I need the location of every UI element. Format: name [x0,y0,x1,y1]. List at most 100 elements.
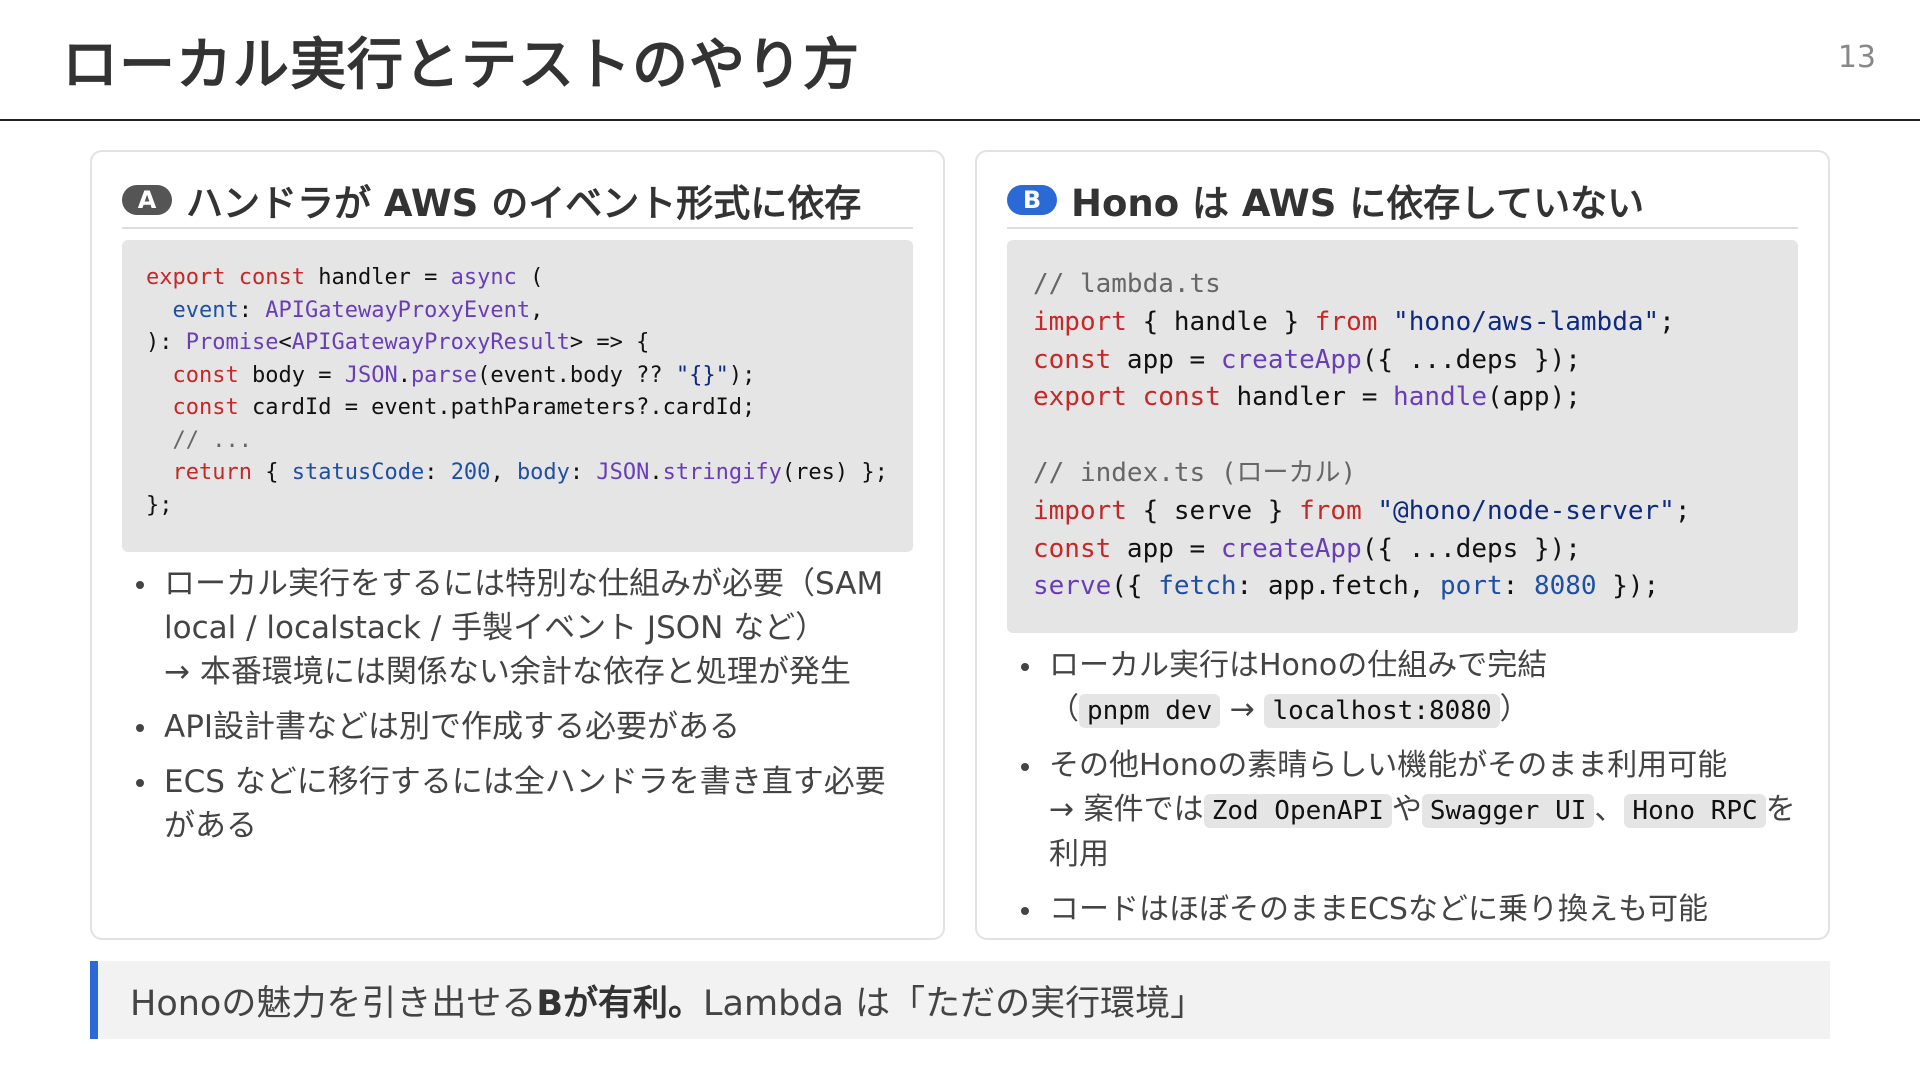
title-divider [0,119,1920,121]
code-token: > => { [569,330,650,355]
code-token: serve [1033,571,1112,602]
code-token: ({ [1111,571,1159,602]
code-token: body [516,460,570,485]
code-token: : [1502,571,1534,602]
code-token: from [1314,306,1378,337]
code-line: const app = createApp({ ...deps }); [1033,342,1772,380]
code-token: // ... [172,427,252,453]
code-line: ): Promise<APIGatewayProxyResult> => { [146,327,889,360]
code-token: handler = [1220,382,1394,413]
code-line: export const handler = async ( [146,262,889,295]
card-b-heading-divider [1007,227,1798,229]
code-token: port [1440,571,1503,602]
code-token: stringify [662,460,782,485]
card-b-heading: B Hono は AWS に依存していない [1007,174,1798,226]
code-line: const cardId = event.pathParameters?.car… [146,392,889,425]
note-tail: Lambda は「ただの実行環境」 [703,983,1206,1024]
code-token: APIGatewayProxyResult [291,330,570,355]
code-token: return [172,460,252,485]
code-token: import [1033,495,1127,526]
bullet-text: や [1391,792,1422,827]
code-token: JSON [596,460,650,485]
bullet-text: （ [1049,692,1079,727]
code-token: (res) }; [781,460,888,485]
code-token: ); [728,362,756,388]
inline-code: pnpm dev [1079,694,1221,728]
code-token: async [450,265,517,290]
code-line: serve({ fetch: app.fetch, port: 8080 }); [1033,568,1772,606]
code-token: createApp [1220,344,1362,375]
code-token: 200 [450,460,491,485]
code-token: const [1142,382,1221,413]
bullet-item: ローカル実行はHonoの仕組みで完結（pnpm dev → localhost:… [1007,644,1798,733]
inline-code: Swagger UI [1421,794,1595,828]
code-token: fetch [1158,571,1237,602]
slide-title: ローカル実行とテストのやり方 [62,33,860,98]
code-token: app = [1111,533,1221,564]
code-line: }; [146,490,889,523]
code-token [146,298,173,323]
code-token: cardId = event.pathParameters?.cardId; [238,395,756,420]
card-option-a: A ハンドラが AWS のイベント形式に依存 export const hand… [90,150,945,940]
code-token: . [397,362,411,388]
bullet-list-b: ローカル実行はHonoの仕組みで完結（pnpm dev → localhost:… [1007,644,1798,943]
bullet-text: ローカル実行をするには特別な仕組みが必要（SAM local / localst… [164,566,884,646]
bullet-text: ローカル実行はHonoの仕組みで完結 [1049,648,1548,683]
code-token: ({ ...deps }); [1361,344,1581,375]
bullet-text: → 案件では [1049,792,1204,827]
code-token: parse [410,362,478,388]
code-token: const [1033,533,1112,564]
code-token: ; [1674,495,1691,526]
code-token: : app.fetch, [1236,571,1441,602]
bullet-item: ECS などに移行するには全ハンドラを書き直す必要がある [122,760,913,848]
code-line: export const handler = handle(app); [1033,379,1772,417]
code-token: APIGatewayProxyEvent [265,297,531,323]
code-token: , [530,297,544,323]
code-token [146,428,173,453]
code-token [1362,496,1378,526]
code-token: "{}" [675,362,729,388]
code-token: , [490,460,517,485]
bullet-text: コードはほぼそのままECSなどに乗り換えも可能 [1049,892,1708,927]
code-token: statusCode [291,460,425,485]
code-token: handle [1393,382,1487,413]
card-b-heading-text: Hono は AWS に依存していない [1071,182,1645,225]
card-a-heading-divider [122,227,913,229]
code-token: ): [146,330,186,355]
code-token: Promise [185,330,279,355]
bullet-item: コードはほぼそのままECSなどに乗り換えも可能 [1007,888,1798,932]
note-lead: Honoの魅力を引き出せる [130,983,537,1024]
bullet-item: API設計書などは別で作成する必要がある [122,705,913,749]
code-line: import { serve } from "@hono/node-server… [1033,493,1772,531]
card-a-heading-text: ハンドラが AWS のイベント形式に依存 [186,182,862,225]
code-token: ({ ...deps }); [1361,533,1581,564]
code-line: const body = JSON.parse(event.body ?? "{… [146,360,889,393]
page-number: 13 [1837,40,1876,75]
code-line: event: APIGatewayProxyEvent, [146,295,889,328]
card-a-heading: A ハンドラが AWS のイベント形式に依存 [122,174,913,226]
code-token: ; [1659,306,1675,337]
code-token: { serve } [1126,495,1300,526]
code-token [1127,382,1143,412]
code-token: import [1033,306,1127,337]
code-line: // index.ts (ローカル) [1033,455,1772,493]
note-emphasis: Bが有利。 [536,983,704,1024]
bullet-text: → 本番環境には関係ない余計な依存と処理が発生 [164,654,851,690]
bullet-text: ） [1499,692,1530,727]
bullet-item: ローカル実行をするには特別な仕組みが必要（SAM local / localst… [122,562,913,694]
code-token [146,395,173,420]
bullet-text: その他Honoの素晴らしい機能がそのまま利用可能 [1049,748,1728,783]
badge-b-icon: B [1007,185,1057,215]
code-token: { [251,460,292,485]
code-token: const [172,395,239,420]
code-token: const [238,265,305,290]
code-token [225,265,238,290]
code-token: app = [1111,344,1221,375]
code-token: export [146,265,226,290]
code-token: "@hono/node-server" [1377,495,1675,526]
code-token: event [172,297,239,323]
code-line: import { handle } from "hono/aws-lambda"… [1033,304,1772,342]
bullet-text: → [1220,692,1265,727]
